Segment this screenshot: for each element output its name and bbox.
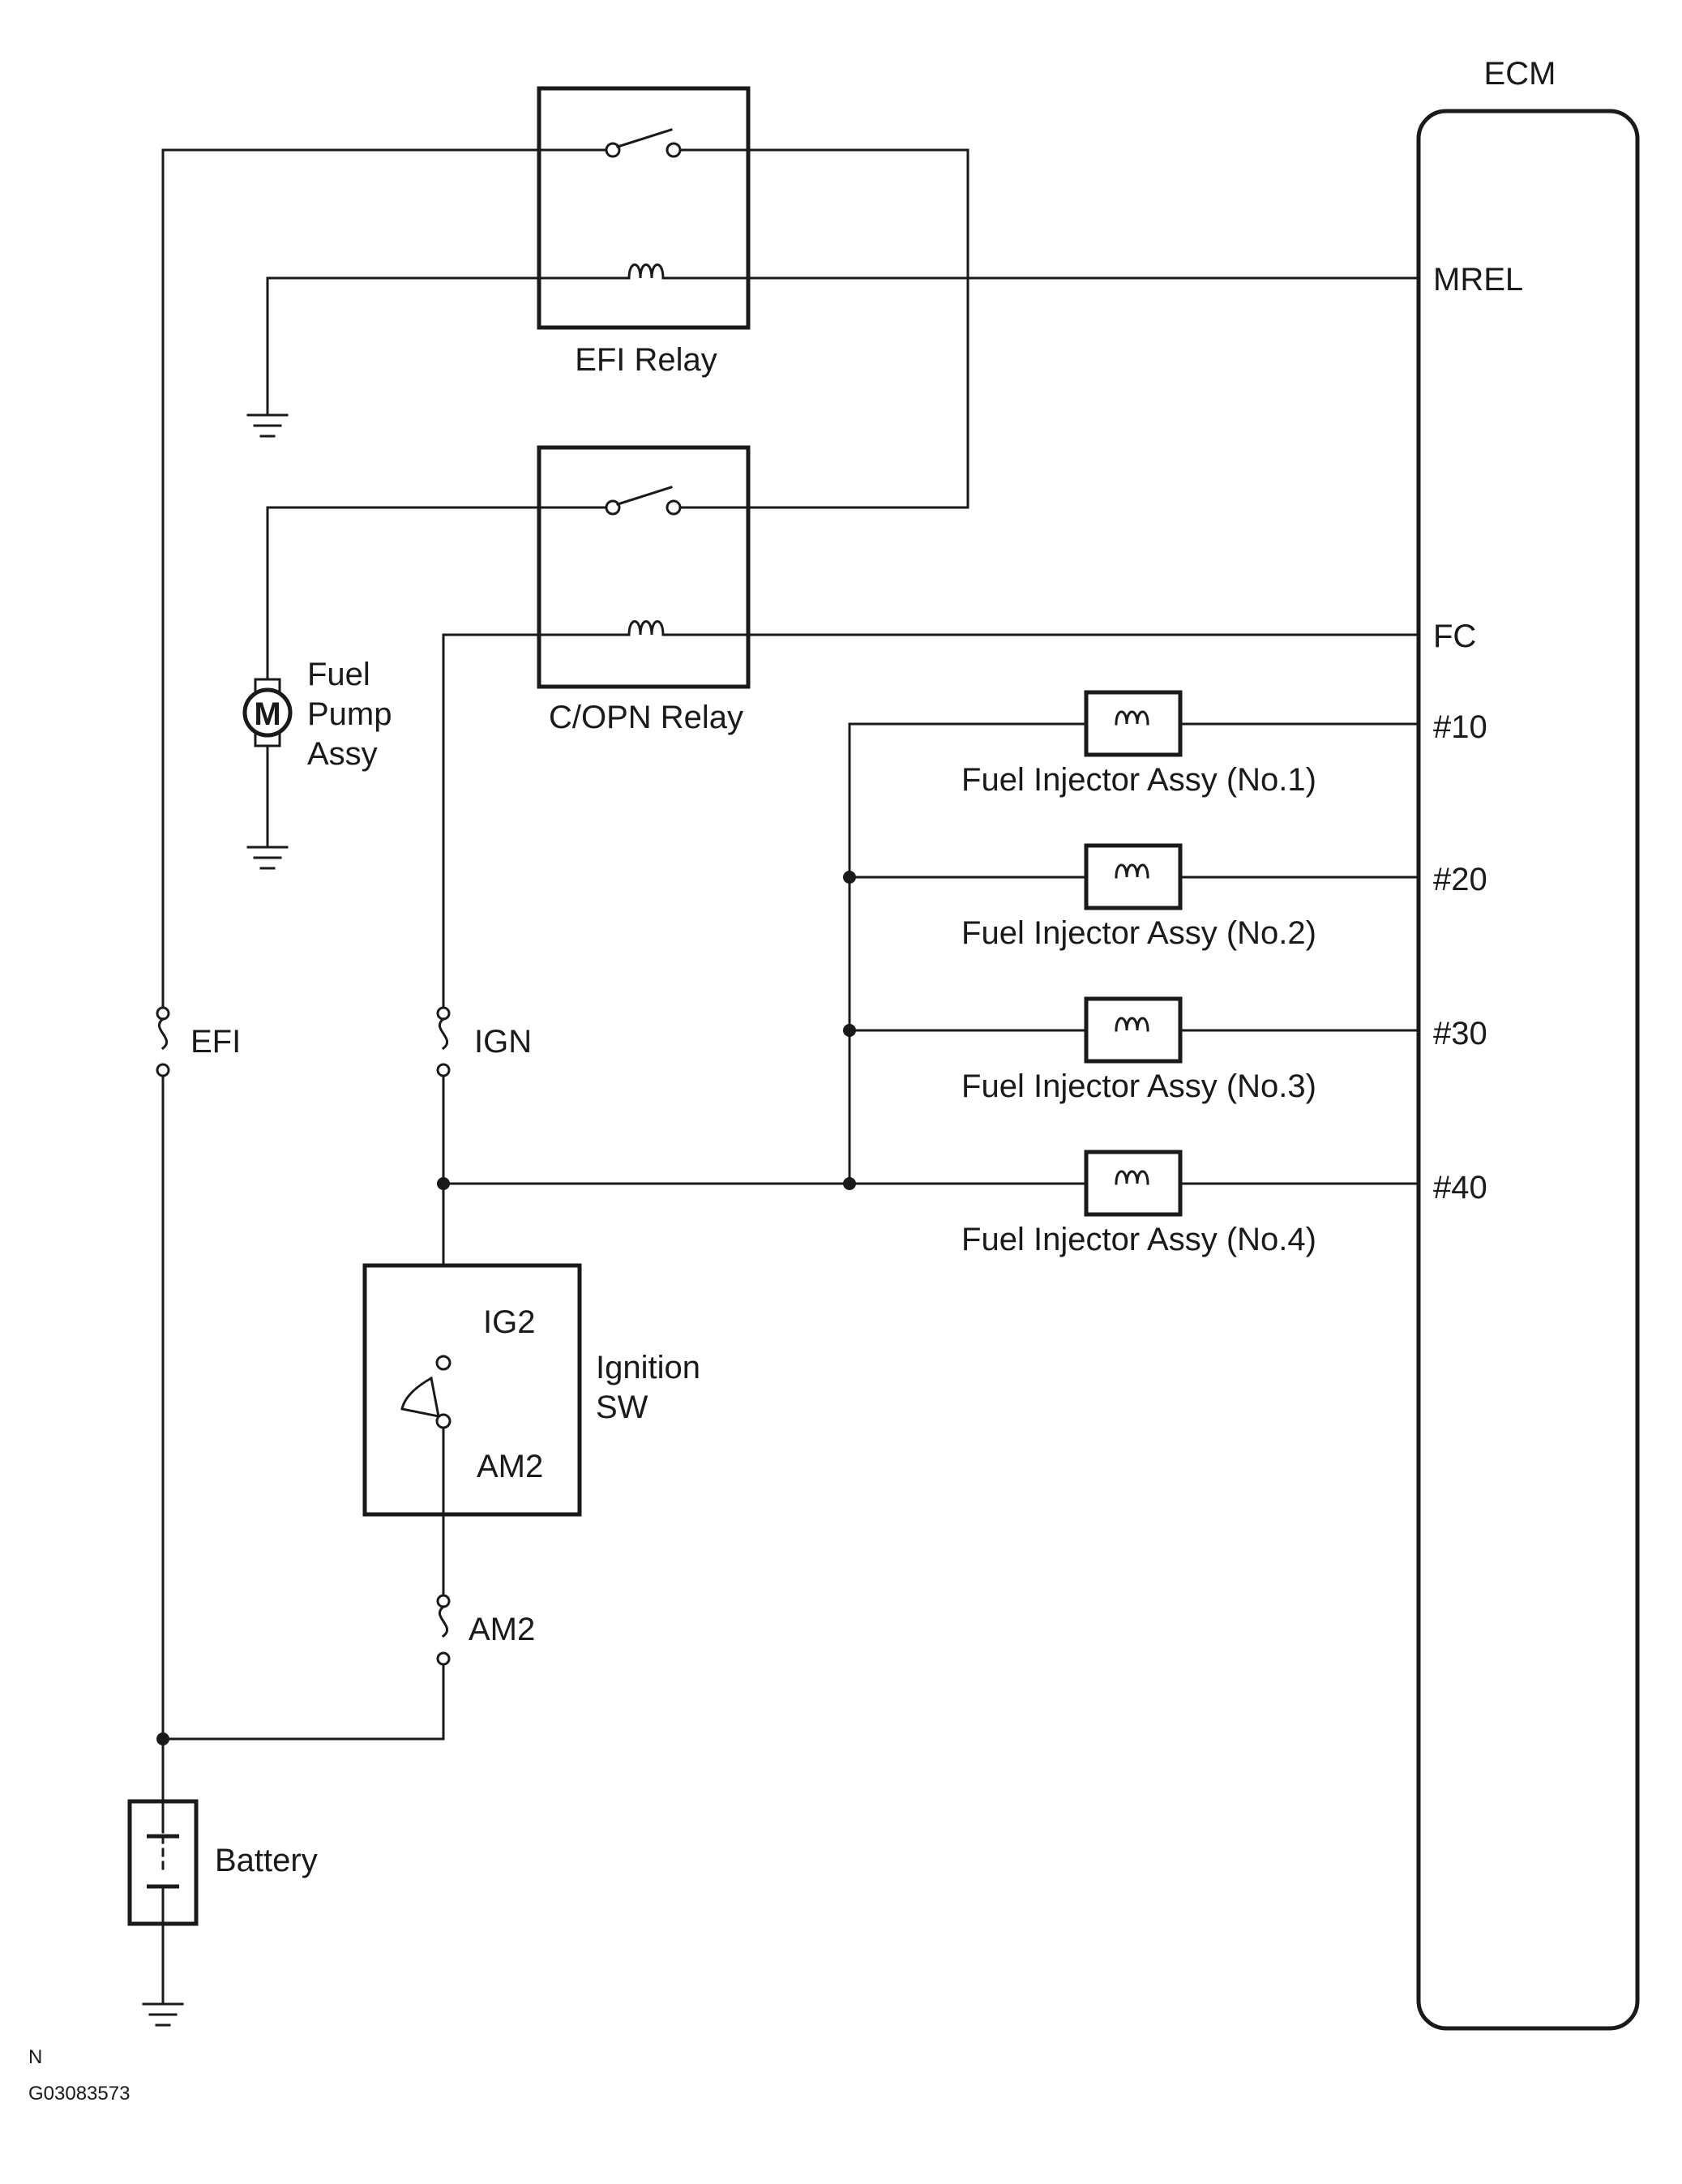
fuse-icon	[438, 1017, 449, 1051]
efi-relay-box	[537, 86, 751, 330]
ignition-switch-box	[362, 1263, 582, 1517]
motor-icon	[242, 687, 293, 738]
ecm-title: ECM	[1484, 56, 1556, 92]
efi-fuse-label: EFI	[190, 1024, 241, 1060]
ecm-pin-fc: FC	[1433, 619, 1476, 654]
ecm: ECM MREL FC #10 #20 #30 #40	[1416, 56, 1640, 2031]
copn-relay: C/OPN Relay	[266, 445, 1420, 735]
coil-icon	[1115, 863, 1149, 879]
ecm-pin-30: #30	[1433, 1016, 1487, 1051]
am2-fuse: AM2	[156, 1513, 535, 1745]
coil-icon	[1115, 710, 1149, 726]
battery: Battery	[127, 1737, 318, 2006]
fuel-injector-3: Fuel Injector Assy (No.3)	[848, 996, 1420, 1104]
figure-id: G03083573	[28, 2083, 130, 2105]
ground-icon	[246, 413, 289, 438]
ign-fuse: IGN	[436, 633, 532, 1364]
fuel-pump: M Fuel Pump Assy	[242, 506, 392, 849]
ground-icon	[246, 846, 289, 870]
fuel-injector-1: Fuel Injector Assy (No.1)	[848, 690, 1420, 798]
fuse-icon	[157, 1017, 169, 1051]
motor-symbol: M	[254, 696, 280, 732]
fuel-injector-1-label: Fuel Injector Assy (No.1)	[961, 762, 1316, 798]
ignition-switch-label-1: Ignition	[596, 1350, 700, 1385]
battery-label: Battery	[215, 1843, 318, 1878]
coil-icon	[1115, 1017, 1149, 1032]
ign-fuse-label: IGN	[474, 1024, 532, 1060]
injector-bus	[437, 722, 1088, 1190]
ecm-box	[1416, 109, 1640, 2031]
ignition-switch: IG2 AM2 Ignition SW	[362, 1263, 700, 1517]
ecm-pin-20: #20	[1433, 862, 1487, 897]
fuel-injector-4-label: Fuel Injector Assy (No.4)	[961, 1222, 1316, 1257]
footer-code: N	[28, 2046, 42, 2068]
coil-icon	[1115, 1170, 1149, 1185]
fuel-pump-label-2: Pump	[307, 696, 392, 732]
copn-relay-box	[537, 445, 751, 689]
copn-relay-label: C/OPN Relay	[549, 700, 743, 735]
switch-contact-icon	[400, 1376, 440, 1418]
ignition-switch-ig2: IG2	[483, 1304, 535, 1340]
ground-icon	[142, 2002, 184, 2027]
fuel-pump-label-1: Fuel	[307, 657, 370, 692]
fuel-injector-2-label: Fuel Injector Assy (No.2)	[961, 915, 1316, 951]
am2-fuse-label: AM2	[469, 1612, 535, 1647]
fuel-injector-2: Fuel Injector Assy (No.2)	[848, 843, 1420, 951]
ignition-switch-am2: AM2	[477, 1449, 543, 1484]
fuse-icon	[438, 1604, 449, 1638]
efi-fuse: EFI	[156, 148, 241, 1741]
fuel-injector-4: Fuel Injector Assy (No.4)	[961, 1150, 1420, 1257]
efi-relay-label: EFI Relay	[575, 342, 717, 378]
coil-icon	[627, 263, 665, 280]
efi-relay: EFI Relay	[161, 86, 1420, 509]
fuel-injector-3-label: Fuel Injector Assy (No.3)	[961, 1068, 1316, 1104]
ecm-pin-40: #40	[1433, 1170, 1487, 1205]
ecm-pin-mrel: MREL	[1433, 262, 1523, 298]
coil-icon	[627, 620, 665, 636]
ignition-switch-label-2: SW	[596, 1390, 648, 1425]
fuel-pump-label-3: Assy	[307, 736, 378, 772]
ecm-pin-10: #10	[1433, 709, 1487, 745]
